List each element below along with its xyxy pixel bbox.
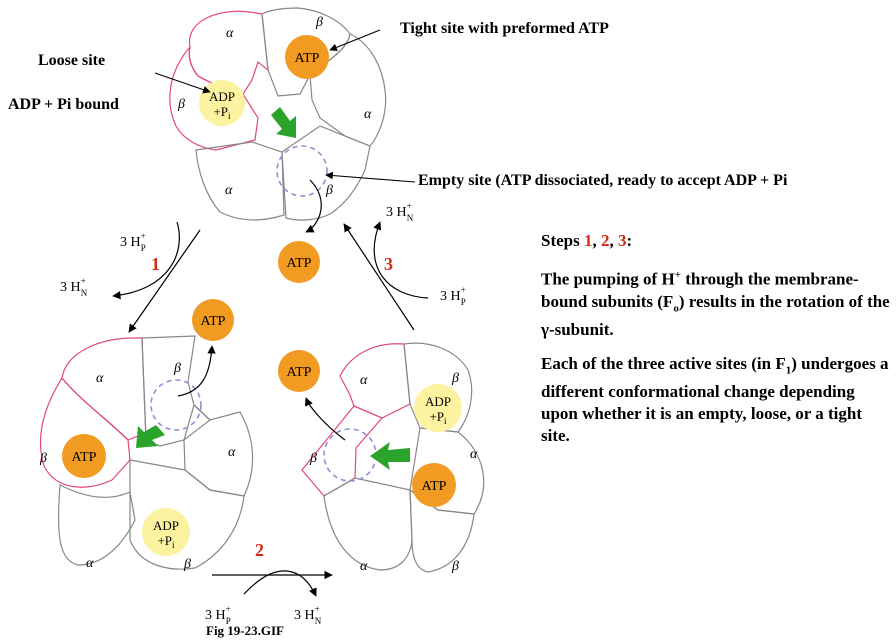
left-atp-molecule (62, 434, 106, 478)
top-beta-left-subunit (169, 46, 259, 151)
free-atp-center (278, 241, 320, 283)
step3-proton-arrow (373, 221, 429, 299)
top-pi-label: +Pi (213, 104, 231, 121)
top-adp-label: ADP (209, 89, 235, 104)
right-beta-bottom-subunit (409, 488, 475, 573)
step2-proton-arrow (243, 570, 317, 597)
right-pi-label: +Pi (429, 409, 447, 426)
right-alpha-3: α (360, 559, 368, 574)
atp-release-arrow-right (304, 397, 346, 441)
step3-transition-arrow (343, 223, 415, 331)
step1-number: 1 (151, 254, 160, 274)
right-alpha-2: α (470, 447, 478, 462)
left-empty-site-circle (150, 379, 202, 431)
right-beta-1: β (451, 371, 459, 386)
right-alpha-bottom-subunit (323, 477, 413, 571)
left-rotation-arrow (136, 425, 165, 448)
right-adp-molecule (414, 384, 462, 432)
top-alpha-2: α (364, 107, 372, 122)
left-alpha-top-subunit (61, 337, 147, 441)
step2-h-p: 3 H+P (205, 604, 231, 626)
top-alpha-1: α (226, 26, 234, 41)
step2-number: 2 (255, 540, 264, 560)
step3-h-n: 3 H+N (386, 201, 414, 223)
empty-site-label: Empty site (ATP dissociated, ready to ac… (418, 172, 788, 189)
right-rotation-arrow (370, 442, 410, 470)
left-alpha-2: α (228, 445, 236, 460)
step1-h-n: 3 H+N (60, 276, 88, 298)
left-adp-molecule (142, 508, 190, 556)
right-beta-upper-subunit (403, 342, 473, 433)
left-alpha-bottom-subunit (58, 484, 136, 566)
free-atp-left (192, 299, 234, 341)
left-beta-3: β (183, 557, 191, 572)
loose-site-leader (154, 72, 211, 94)
steps-heading-n1: 1 (583, 231, 593, 250)
step1-transition-arrow (128, 229, 201, 333)
right-atp-label: ATP (422, 479, 447, 494)
top-atp-label: ATP (295, 51, 320, 66)
steps-explanation-panel: Steps 1, 2, 3: The pumping of H+ through… (541, 230, 891, 459)
left-pi-label: +Pi (157, 533, 175, 550)
left-beta-left-subunit (39, 376, 131, 488)
free-atp-right-label: ATP (287, 365, 312, 380)
left-alpha-3: α (86, 556, 94, 571)
step3-h-p: 3 H+P (440, 285, 466, 307)
left-beta-1: β (173, 361, 181, 376)
left-alpha-right-subunit (183, 403, 254, 497)
step3-number: 3 (384, 254, 393, 274)
step2-h-n: 3 H+N (294, 604, 322, 626)
top-beta-empty-subunit (281, 125, 371, 221)
steps-heading: Steps 1, 2, 3: (541, 231, 633, 250)
top-rotation-arrow (271, 107, 296, 138)
right-atp-molecule (412, 463, 456, 507)
right-adp-label: ADP (425, 394, 451, 409)
step1-h-p: 3 H+P (120, 231, 146, 253)
top-alpha-bottom-subunit (195, 141, 285, 221)
tight-site-label: Tight site with preformed ATP (400, 20, 609, 37)
left-alpha-1: α (96, 371, 104, 386)
right-alpha-1: α (360, 373, 368, 388)
top-beta-1: β (315, 15, 323, 30)
right-alpha-top-subunit (339, 343, 411, 419)
empty-site-leader (325, 171, 416, 183)
loose-site-label: Loose site (38, 52, 105, 69)
free-atp-center-label: ATP (287, 256, 312, 271)
top-beta-3: β (325, 183, 333, 198)
top-atp-molecule (285, 35, 329, 79)
right-beta-3: β (451, 559, 459, 574)
steps-paragraph-2: Each of the three active sites (in F1) u… (541, 354, 889, 446)
left-atp-label: ATP (72, 450, 97, 465)
tight-site-leader (329, 29, 381, 52)
top-beta-2: β (177, 97, 185, 112)
atp-release-arrow-left (177, 345, 216, 397)
figure-caption: Fig 19-23.GIF (206, 623, 284, 638)
steps-heading-prefix: Steps (541, 231, 584, 250)
right-empty-site-circle (323, 428, 377, 482)
steps-heading-n2: 2 (600, 231, 610, 250)
free-atp-right (278, 350, 320, 392)
atp-release-arrow-top (305, 179, 322, 233)
step1-proton-arrow (112, 221, 180, 300)
top-empty-site-circle (276, 145, 328, 197)
adp-pi-bound-label: ADP + Pi bound (8, 96, 119, 113)
top-alpha-right-subunit (309, 33, 387, 147)
steps-heading-suffix: : (626, 231, 633, 250)
free-atp-left-label: ATP (201, 314, 226, 329)
right-beta-2: β (309, 451, 317, 466)
steps-paragraph-1: The pumping of H+ through the membrane-b… (541, 269, 890, 340)
left-adp-label: ADP (153, 518, 179, 533)
left-beta-2: β (39, 451, 47, 466)
steps-heading-n3: 3 (617, 231, 627, 250)
top-alpha-3: α (225, 183, 233, 198)
left-beta-bottom-subunit (129, 459, 245, 570)
